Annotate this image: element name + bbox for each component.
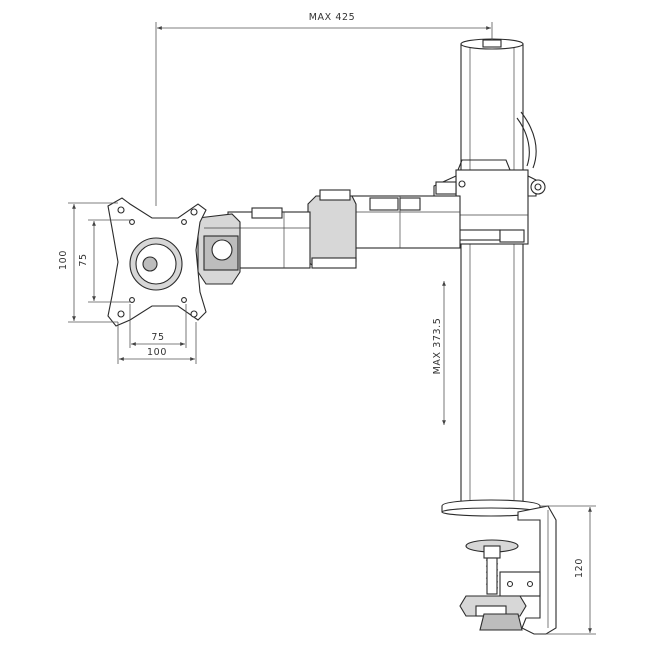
cable-clip bbox=[516, 111, 537, 169]
arm-segment-inner bbox=[349, 195, 461, 249]
dimension-vesa-outer-horizontal: 100 bbox=[117, 322, 197, 364]
max-height-label: MAX 373.5 bbox=[432, 318, 443, 375]
dimension-vesa-outer-vertical: 100 bbox=[58, 202, 118, 323]
dimension-vesa-inner-horizontal: 75 bbox=[129, 304, 187, 348]
tilt-joint bbox=[197, 213, 241, 285]
clamp-thickness-label: 120 bbox=[574, 558, 585, 578]
vesa-inner-vertical-label: 75 bbox=[78, 253, 89, 266]
pole-collar bbox=[433, 159, 546, 247]
max-reach-label: MAX 425 bbox=[309, 12, 356, 23]
vesa-outer-horizontal-label: 100 bbox=[147, 347, 167, 358]
dimension-max-reach: MAX 425 bbox=[155, 12, 493, 206]
elbow-joint bbox=[307, 189, 357, 269]
dimension-vesa-inner-vertical: 75 bbox=[78, 219, 130, 303]
vertical-pole bbox=[460, 38, 524, 507]
desk-clamp bbox=[499, 505, 557, 635]
vesa-plate bbox=[107, 197, 207, 327]
vesa-inner-horizontal-label: 75 bbox=[151, 332, 164, 343]
clamp-screw bbox=[465, 539, 519, 595]
vesa-outer-vertical-label: 100 bbox=[58, 250, 69, 270]
base-flange bbox=[441, 499, 541, 517]
clamp-pad bbox=[459, 595, 527, 631]
dimension-clamp-thickness: 120 bbox=[540, 505, 596, 635]
dimension-max-height: MAX 373.5 bbox=[432, 281, 446, 425]
